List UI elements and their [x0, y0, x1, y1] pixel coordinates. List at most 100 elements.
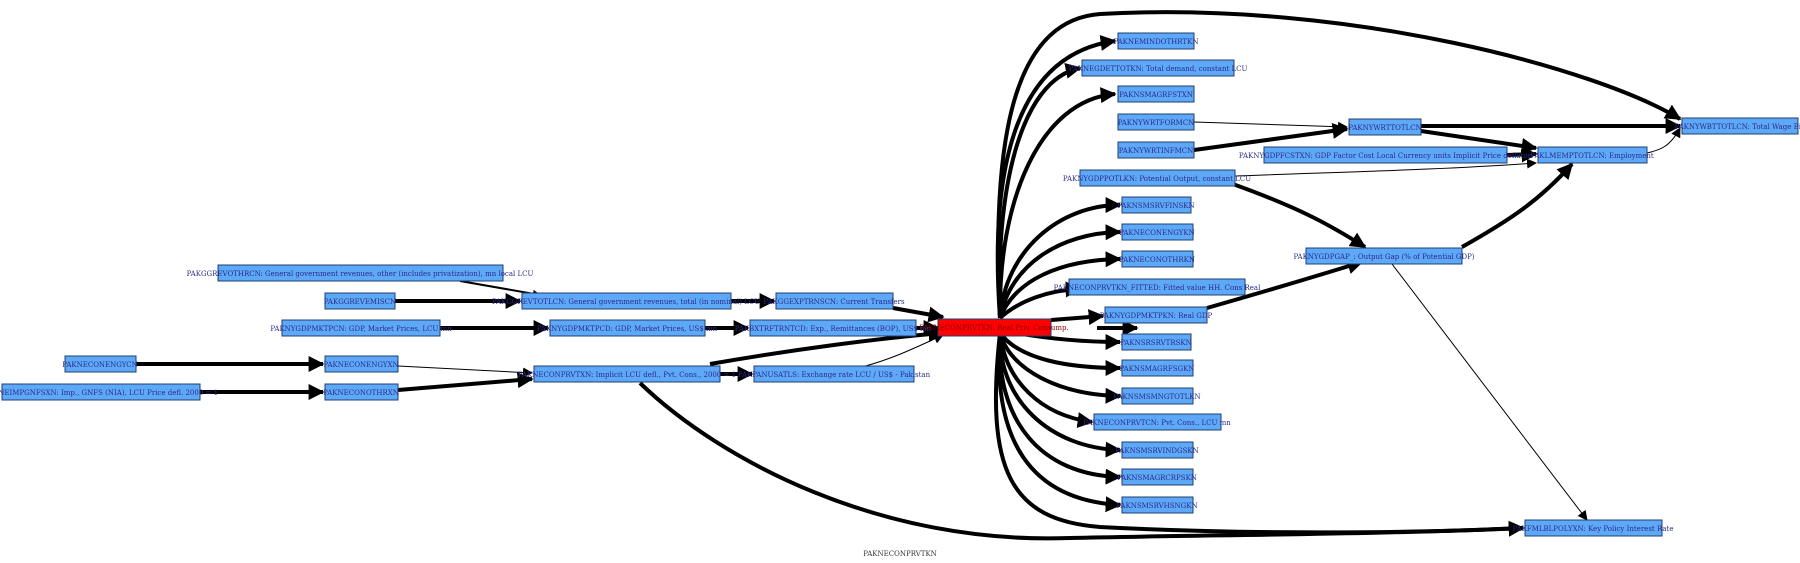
- edge: [998, 332, 1122, 404]
- graph-node[interactable]: PAKNYGDPMKTPCN: GDP, Market Prices, LCU …: [270, 319, 452, 337]
- edge: [709, 326, 945, 366]
- graph-node[interactable]: PAKNECONOTHRXN: [323, 383, 399, 401]
- graph-node-focus[interactable]: PAKNECONPRVTKN: Real Priv. Consump.: [919, 318, 1069, 337]
- edge: [996, 10, 1682, 319]
- graph-node[interactable]: PAKNSRSRVTRSKN: [1120, 333, 1192, 351]
- svg-text:PAKNECONOTHRKN: PAKNECONOTHRKN: [1119, 256, 1195, 264]
- svg-text:PAKGGREVTOTLCN: General govern: PAKGGREVTOTLCN: General government reven…: [492, 298, 760, 306]
- svg-text:PAKNEMINDOTHRTKN: PAKNEMINDOTHRTKN: [1114, 38, 1199, 46]
- edge: [998, 251, 1122, 319]
- graph-node[interactable]: PAKNECONPRVTXN: Implicit LCU defl., Pvt.…: [518, 365, 736, 383]
- graph-node[interactable]: PAKNYGDPGAP_: Output Gap (% of Potential…: [1293, 247, 1475, 265]
- graph-node[interactable]: PAKNEMINDOTHRTKN: [1114, 32, 1199, 50]
- svg-text:PAKNSMAGRFSTXN: PAKNSMAGRFSTXN: [1119, 91, 1193, 99]
- graph-node[interactable]: PAKGGREVTOTLCN: General government reven…: [492, 292, 760, 310]
- svg-text:PAKNECONENGYKN: PAKNECONENGYKN: [1119, 229, 1195, 237]
- svg-text:PAKLMEMPTOTLCN: Employment: PAKLMEMPTOTLCN: Employment: [1530, 152, 1654, 160]
- svg-text:PAKNYWRTINFMCN: PAKNYWRTINFMCN: [1119, 147, 1194, 155]
- edge: [397, 365, 533, 378]
- svg-text:PAKNECONPRVTXN: Implicit LCU d: PAKNECONPRVTXN: Implicit LCU defl., Pvt.…: [518, 371, 736, 379]
- svg-text:PAKFMLBLPOLYXN: Key Policy Int: PAKFMLBLPOLYXN: Key Policy Interest Rate: [1512, 525, 1673, 533]
- edge: [1234, 158, 1537, 177]
- svg-text:PAKGGREVEMISCN: PAKGGREVEMISCN: [324, 298, 396, 306]
- edge: [638, 381, 1525, 541]
- graph-node[interactable]: PAKNYGDPMKTPCD: GDP, Market Prices, US$ …: [537, 319, 718, 337]
- svg-text:PAKNSMSRVINDGSKN: PAKNSMSRVINDGSKN: [1115, 447, 1199, 455]
- edge: [998, 197, 1122, 319]
- svg-text:PAKNYGDPMKTPCN: GDP, Market Pr: PAKNYGDPMKTPCN: GDP, Market Prices, LCU …: [270, 325, 452, 333]
- edge: [1506, 146, 1538, 163]
- edge: [998, 331, 1122, 376]
- graph-node[interactable]: PAKFMLBLPOLYXN: Key Policy Interest Rate: [1512, 519, 1674, 537]
- edge: [997, 332, 1122, 513]
- graph-node[interactable]: PAKNYWRTFORMCN: [1117, 113, 1195, 131]
- edge: [998, 332, 1094, 428]
- graph-node[interactable]: PAKGGREVOTHRCN: General government reven…: [187, 264, 534, 282]
- edge: [1646, 127, 1681, 154]
- graph-node[interactable]: PAKGGREVEMISCN: [324, 292, 396, 310]
- edge: [997, 87, 1117, 319]
- graph-node[interactable]: PAKNSMAGRFSGKN: [1120, 359, 1195, 377]
- svg-text:PAKNEGDETTOTKN: Total demand,: PAKNEGDETTOTKN: Total demand, constant L…: [1069, 65, 1248, 73]
- graph-node[interactable]: PAKNECONENGYKN: [1119, 223, 1195, 241]
- svg-text:PAKPANUSATLS: Exchange rate LC: PAKPANUSATLS: Exchange rate LCU / US$ - …: [738, 371, 931, 379]
- graph-node[interactable]: PAKNECONPRVTCN: Pvt. Cons., LCU mn: [1083, 413, 1231, 431]
- svg-text:PAKNYGDPGAP_: Output Gap (% of: PAKNYGDPGAP_: Output Gap (% of Potential…: [1293, 253, 1474, 261]
- graph-node[interactable]: PAKNEGDETTOTKN: Total demand, constant L…: [1069, 59, 1248, 77]
- edge: [998, 281, 1082, 320]
- edge: [857, 334, 944, 369]
- graph-node[interactable]: PAKNECONENGYCN: [62, 355, 138, 373]
- graph-node[interactable]: PAKNYWRTTOTLCN: [1348, 118, 1422, 136]
- graph-node[interactable]: PAKNECONENGYXN: [323, 355, 399, 373]
- graph-node[interactable]: PAKGGEXPTRNSCN: Current Transfers: [763, 292, 905, 310]
- graph-node[interactable]: PAKNYGDPMKTPKN: Real GDP: [1100, 306, 1213, 324]
- svg-text:PAKNSMSRVHSNGKN: PAKNSMSRVHSNGKN: [1116, 502, 1197, 510]
- graph-node[interactable]: PAKNYGDPPOTLKN: Potential Output, consta…: [1063, 169, 1251, 187]
- graph-node[interactable]: PAKNYWRTINFMCN: [1117, 141, 1195, 159]
- edge: [1420, 129, 1538, 154]
- graph-node[interactable]: PAKNSMAGRFSTXN: [1117, 85, 1195, 103]
- edge: [993, 332, 1525, 537]
- graph-node[interactable]: PAKPANUSATLS: Exchange rate LCU / US$ - …: [738, 365, 931, 383]
- edge: [1391, 263, 1588, 521]
- graph-node[interactable]: PAKNEIMPGNFSXN: Imp., GNFS (NIA), LCU Pr…: [0, 383, 218, 401]
- svg-text:PAKNYGDPFCSTXN: GDP Factor Cos: PAKNYGDPFCSTXN: GDP Factor Cost Local Cu…: [1239, 152, 1532, 160]
- graph-node[interactable]: PAKNSMSRVFINSKN: [1117, 196, 1195, 214]
- edge: [892, 306, 945, 323]
- svg-text:PAKNYGDPMKTPKN: Real GDP: PAKNYGDPMKTPKN: Real GDP: [1100, 312, 1213, 320]
- edge: [1229, 181, 1367, 249]
- svg-text:PAKNECONENGYCN: PAKNECONENGYCN: [62, 361, 138, 369]
- graph-node[interactable]: PAKNYGDPFCSTXN: GDP Factor Cost Local Cu…: [1239, 146, 1532, 164]
- graph-node[interactable]: PAKBXTRFTRNTCD: Exp., Remittances (BOP),…: [735, 319, 932, 337]
- edge: [997, 332, 1122, 485]
- svg-text:PAKNSRSRVTRSKN: PAKNSRSRVTRSKN: [1120, 339, 1192, 347]
- edge: [1193, 123, 1349, 152]
- graph-caption: PAKNECONPRVTKN: [863, 550, 937, 558]
- svg-text:PAKNSMSRVFINSKN: PAKNSMSRVFINSKN: [1117, 202, 1194, 210]
- graph-node[interactable]: PAKNYWBTTOTLCN: Total Wage Bill: [1674, 117, 1800, 135]
- svg-text:PAKNECONOTHRXN: PAKNECONOTHRXN: [323, 389, 399, 397]
- graph-node[interactable]: PAKNSMSRVHSNGKN: [1116, 496, 1198, 514]
- graph-node[interactable]: PAKNSMSMNGTOTLKN: [1113, 387, 1201, 405]
- svg-text:PAKNEIMPGNFSXN: Imp., GNFS (NI: PAKNEIMPGNFSXN: Imp., GNFS (NIA), LCU Pr…: [0, 389, 218, 397]
- graph-node[interactable]: PAKNSMAGRCRPSKN: [1117, 468, 1197, 486]
- svg-text:PAKNYGDPMKTPCD: GDP, Market Pr: PAKNYGDPMKTPCD: GDP, Market Prices, US$ …: [537, 325, 718, 333]
- svg-text:PAKNYWRTFORMCN: PAKNYWRTFORMCN: [1118, 119, 1195, 127]
- graph-node-focus-label: PAKNECONPRVTKN: Real Priv. Consump.: [919, 324, 1068, 332]
- edge: [1193, 121, 1348, 132]
- svg-text:PAKNECONPRVTCN: Pvt. Cons., LC: PAKNECONPRVTCN: Pvt. Cons., LCU mn: [1083, 419, 1231, 427]
- svg-text:PAKNECONENGYXN: PAKNECONENGYXN: [323, 361, 398, 369]
- graph-node[interactable]: PAKLMEMPTOTLCN: Employment: [1530, 146, 1654, 164]
- svg-text:PAKNYWBTTOTLCN: Total Wage Bil: PAKNYWBTTOTLCN: Total Wage Bill: [1674, 123, 1800, 131]
- graph-node[interactable]: PAKNSMSRVINDGSKN: [1115, 441, 1199, 459]
- svg-text:PAKNYWRTTOTLCN: PAKNYWRTTOTLCN: [1348, 124, 1421, 132]
- edge: [1461, 162, 1574, 249]
- graph-node[interactable]: PAKNECONPRVTKN_FITTED: Fitted value HH. …: [1054, 278, 1261, 296]
- svg-text:PAKBXTRFTRNTCD: Exp., Remittan: PAKBXTRFTRNTCD: Exp., Remittances (BOP),…: [735, 325, 932, 333]
- edge: [998, 224, 1122, 319]
- graph-node[interactable]: PAKNECONOTHRKN: [1119, 250, 1195, 268]
- svg-text:PAKNYGDPPOTLKN: Potential Outp: PAKNYGDPPOTLKN: Potential Output, consta…: [1063, 175, 1251, 183]
- edge: [397, 372, 534, 392]
- edge: [1206, 258, 1364, 310]
